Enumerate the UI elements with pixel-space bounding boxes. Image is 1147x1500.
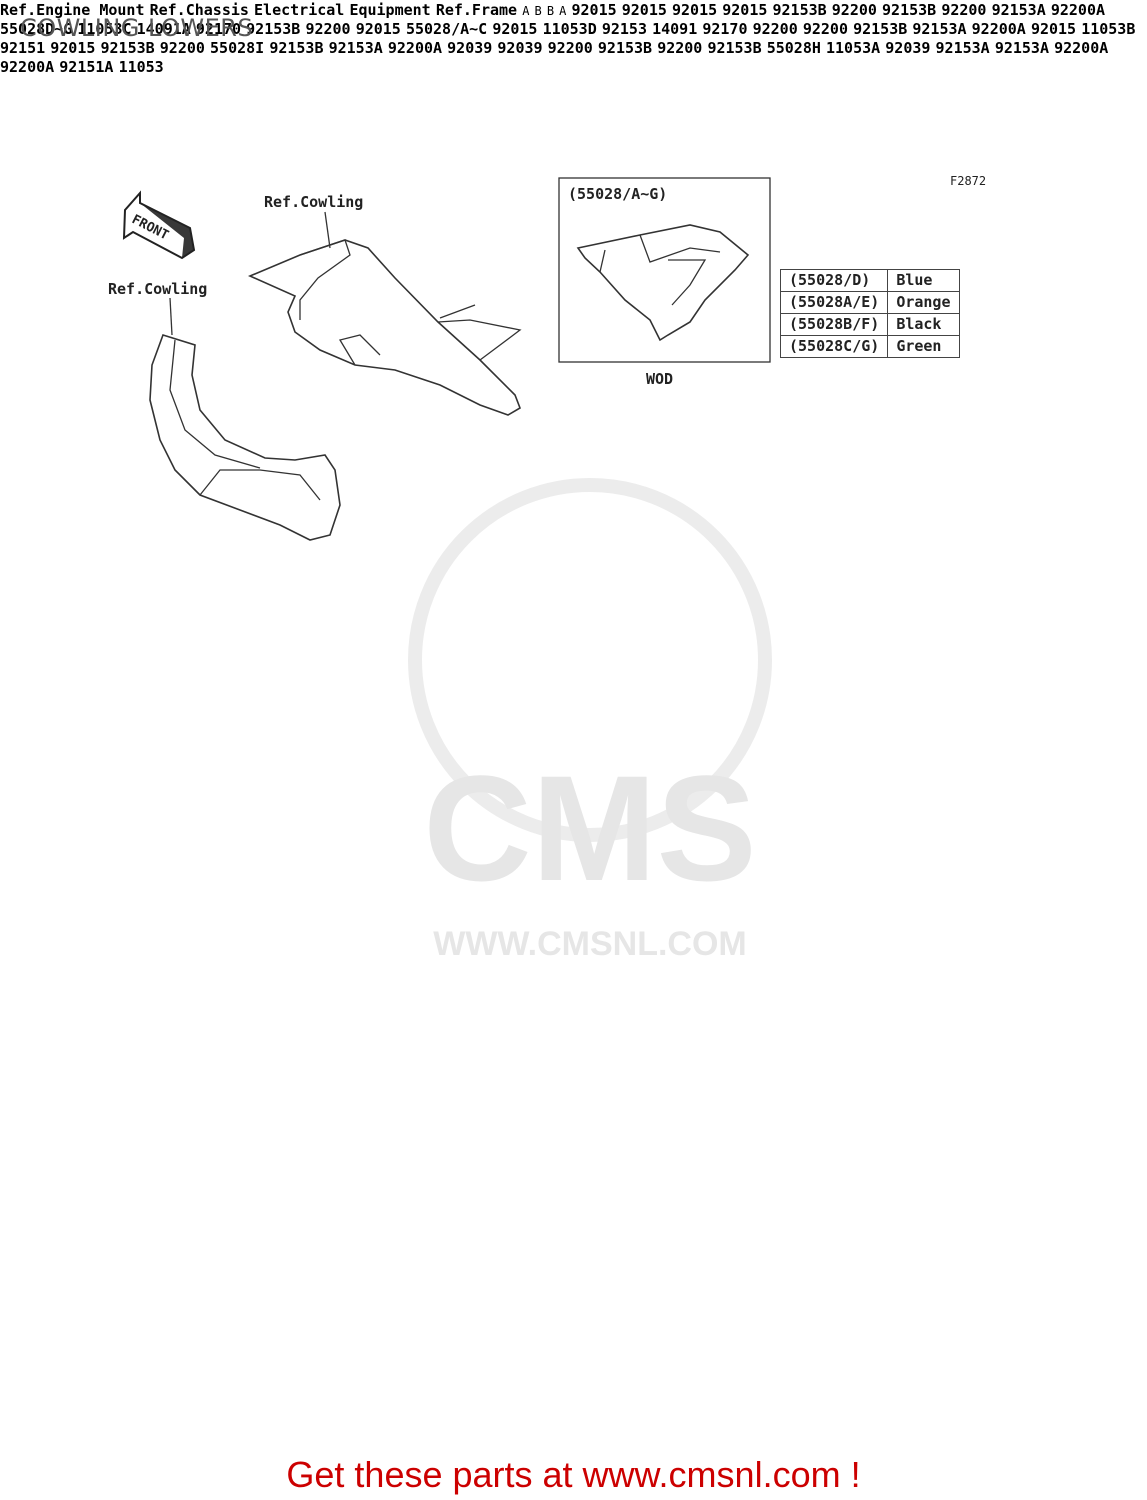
inset-header: (55028/A~G)	[568, 185, 667, 203]
parts-diagram: CMS WWW.CMSNL.COM F2872 FRONT (55028/A~G…	[108, 174, 986, 963]
ref-chassis-3: Equipment	[349, 1, 431, 19]
part-label: 11053B	[1081, 20, 1136, 38]
part-label: 92200	[752, 20, 798, 38]
part-label: 92200A	[1050, 1, 1106, 19]
part-label: 92200	[159, 39, 205, 57]
inset-caption: WOD	[646, 370, 673, 388]
part-label: 92153B	[269, 39, 324, 57]
part-label: 92200A	[0, 58, 55, 76]
part-labels: 92015 92015 92015 92015 92153B 92200 921…	[0, 0, 1135, 76]
ref-cowling-left: Ref.Cowling	[108, 280, 207, 298]
part-label: 14091A	[136, 20, 191, 38]
part-label: 11053A	[826, 39, 881, 57]
part-label: 92153B	[246, 20, 301, 38]
part-label: 92015	[672, 1, 718, 19]
part-label: 92153B	[100, 39, 155, 57]
color-part: (55028C/G)	[779, 335, 889, 358]
figure-code: F2872	[950, 174, 986, 188]
part-label: 92153A	[912, 20, 967, 38]
ref-engine-mount: Ref.Engine Mount	[0, 1, 145, 19]
ref-chassis-2: Electrical	[254, 1, 345, 19]
color-name: Green	[887, 335, 960, 358]
part-label: 92153B	[853, 20, 908, 38]
part-label: 92153B	[707, 39, 762, 57]
color-row: (55028/D)Blue	[779, 269, 960, 292]
marker-a-1: A	[522, 4, 530, 18]
part-label: 92015	[355, 20, 401, 38]
part-label: 92170	[702, 20, 748, 38]
watermark-brand: CMS	[423, 744, 756, 912]
color-name: Orange	[887, 291, 960, 314]
part-label: 92039	[447, 39, 493, 57]
ref-cowling-top: Ref.Cowling	[264, 193, 363, 211]
part-label: 92151A	[59, 58, 114, 76]
part-label: 92015	[722, 1, 768, 19]
part-label: 92200A	[1054, 39, 1109, 57]
part-label: 92015	[621, 1, 667, 19]
color-name: Blue	[887, 269, 960, 292]
part-label: 92151	[0, 39, 46, 57]
part-label: 92153B	[882, 1, 937, 19]
color-row: (55028B/F)Black	[779, 313, 960, 336]
part-label: 92200	[305, 20, 351, 38]
color-part: (55028/D)	[779, 269, 889, 292]
part-label: 92200A	[387, 39, 443, 57]
part-label: 92015	[571, 1, 617, 19]
side-cowling-ref	[149, 334, 341, 541]
part-label: 55028H	[766, 39, 821, 57]
part-label: 92153	[601, 20, 647, 38]
color-name: Black	[887, 313, 960, 336]
part-label: 92153A	[328, 39, 383, 57]
part-label: 92015	[1030, 20, 1077, 38]
part-label: 92015	[50, 39, 96, 57]
part-label: 92153B	[772, 1, 827, 19]
part-label: 92200	[802, 20, 848, 38]
part-label: 92200	[831, 1, 877, 19]
ref-chassis-1: Ref.Chassis	[149, 1, 249, 19]
ref-frame: Ref.Frame	[435, 1, 518, 19]
part-label: 92200	[657, 39, 703, 57]
part-label: 11053	[118, 58, 164, 76]
page-title: COWLING LOWERS	[20, 14, 254, 42]
part-label: 92039	[497, 39, 543, 57]
color-table: (55028/D)Blue (55028A/E)Orange (55028B/F…	[779, 269, 960, 358]
get-parts-link[interactable]: Get these parts at www.cmsnl.com !	[286, 1454, 861, 1495]
part-label: 92200A	[971, 20, 1026, 38]
part-label: 92015	[492, 20, 538, 38]
part-label: 92200	[941, 1, 987, 19]
part-label: 92153A	[994, 39, 1049, 57]
part-label: 55028D~G	[0, 20, 73, 38]
watermark: CMS WWW.CMSNL.COM	[408, 478, 772, 963]
watermark-site: WWW.CMSNL.COM	[433, 925, 747, 963]
color-part: (55028B/F)	[779, 313, 889, 336]
part-label: 92153B	[597, 39, 653, 57]
part-label: 55028/A~C	[405, 20, 488, 38]
marker-b-2: B	[546, 4, 555, 18]
part-label: 11053D	[542, 20, 597, 38]
front-arrow-icon: FRONT	[122, 190, 196, 260]
part-label: 92039	[885, 39, 931, 57]
part-label: 14091	[652, 20, 698, 38]
marker-b-1: B	[534, 4, 542, 18]
part-label: 55028I	[210, 39, 265, 57]
color-row: (55028C/G)Green	[779, 335, 960, 358]
part-label: 92153A	[991, 1, 1046, 19]
part-label: 92200	[547, 39, 593, 57]
marker-a-2: A	[559, 4, 567, 18]
part-label: 92153A	[935, 39, 990, 57]
part-label: 92170	[195, 20, 242, 38]
inset-box: (55028/A~G) WOD	[558, 177, 771, 388]
part-label: 11053C	[77, 20, 132, 38]
color-row: (55028A/E)Orange	[779, 291, 960, 314]
color-part: (55028A/E)	[779, 291, 889, 314]
upper-cowling	[247, 239, 522, 416]
